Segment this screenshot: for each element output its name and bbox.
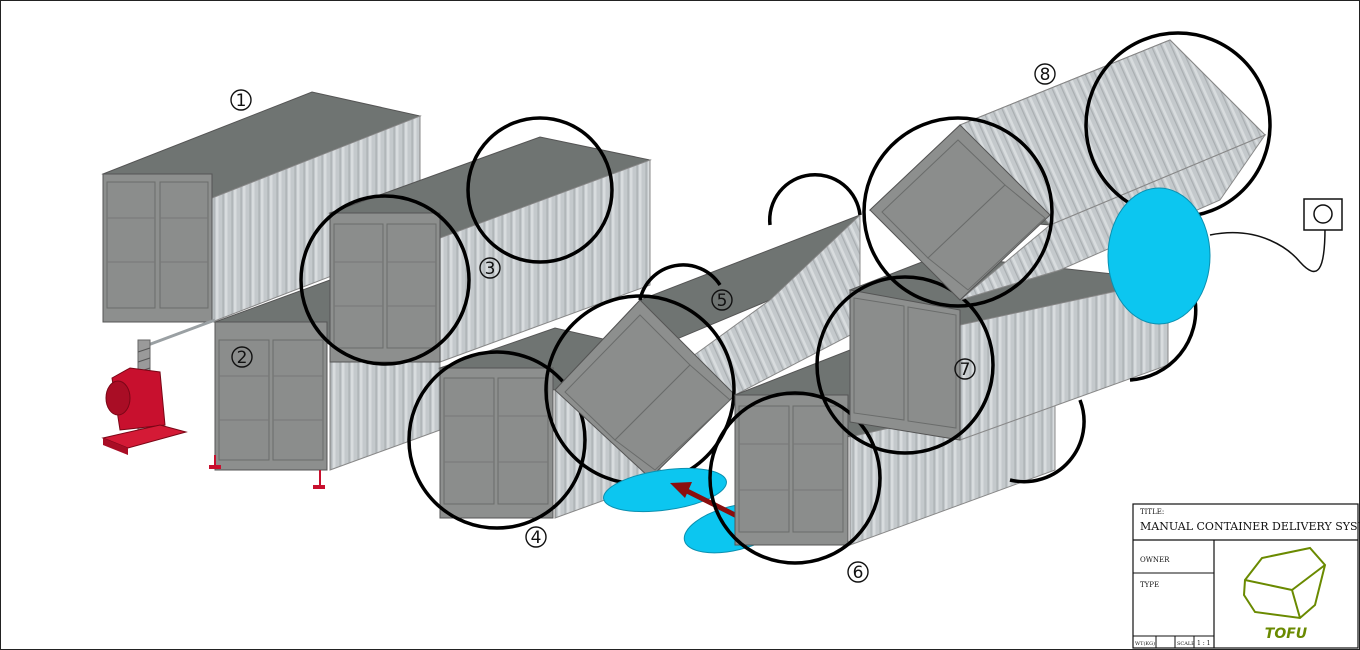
step-5-label: 5: [711, 289, 733, 311]
title-value: MANUAL CONTAINER DELIVERY SYSTEM: [1140, 520, 1360, 533]
container-3: [299, 116, 652, 366]
container-5: [544, 172, 862, 486]
step-2-label: 2: [231, 346, 253, 368]
tofu-logo-icon: TOFU: [1242, 546, 1327, 642]
title-label: TITLE:: [1140, 508, 1164, 516]
title-block: TITLE: MANUAL CONTAINER DELIVERY SYSTEM …: [1132, 503, 1360, 649]
power-socket-icon: [1209, 198, 1343, 273]
scale-label: SCALE: [1177, 641, 1195, 647]
step-4-label: 4: [525, 526, 547, 548]
svg-text:3: 3: [485, 259, 496, 279]
step-1-label: 1: [230, 89, 252, 111]
weight-label: WT(KG): [1135, 640, 1155, 647]
step-6-label: 6: [847, 561, 869, 583]
jack-icon: [101, 318, 216, 455]
step-8-label: 8: [1034, 63, 1056, 85]
owner-label: OWNER: [1140, 556, 1170, 564]
svg-text:7: 7: [960, 360, 971, 380]
type-label: TYPE: [1140, 581, 1159, 589]
svg-text:5: 5: [717, 291, 728, 311]
svg-text:1: 1: [236, 91, 247, 111]
svg-text:6: 6: [853, 563, 864, 583]
svg-text:2: 2: [237, 348, 248, 368]
container-8: [862, 31, 1272, 325]
svg-text:8: 8: [1040, 65, 1051, 85]
step-3-label: 3: [479, 257, 501, 279]
scale-value: 1 : 1: [1197, 640, 1210, 647]
svg-text:4: 4: [531, 528, 542, 548]
container-1: [101, 91, 422, 323]
step-7-label: 7: [954, 358, 976, 380]
logo-text: TOFU: [1265, 626, 1308, 642]
